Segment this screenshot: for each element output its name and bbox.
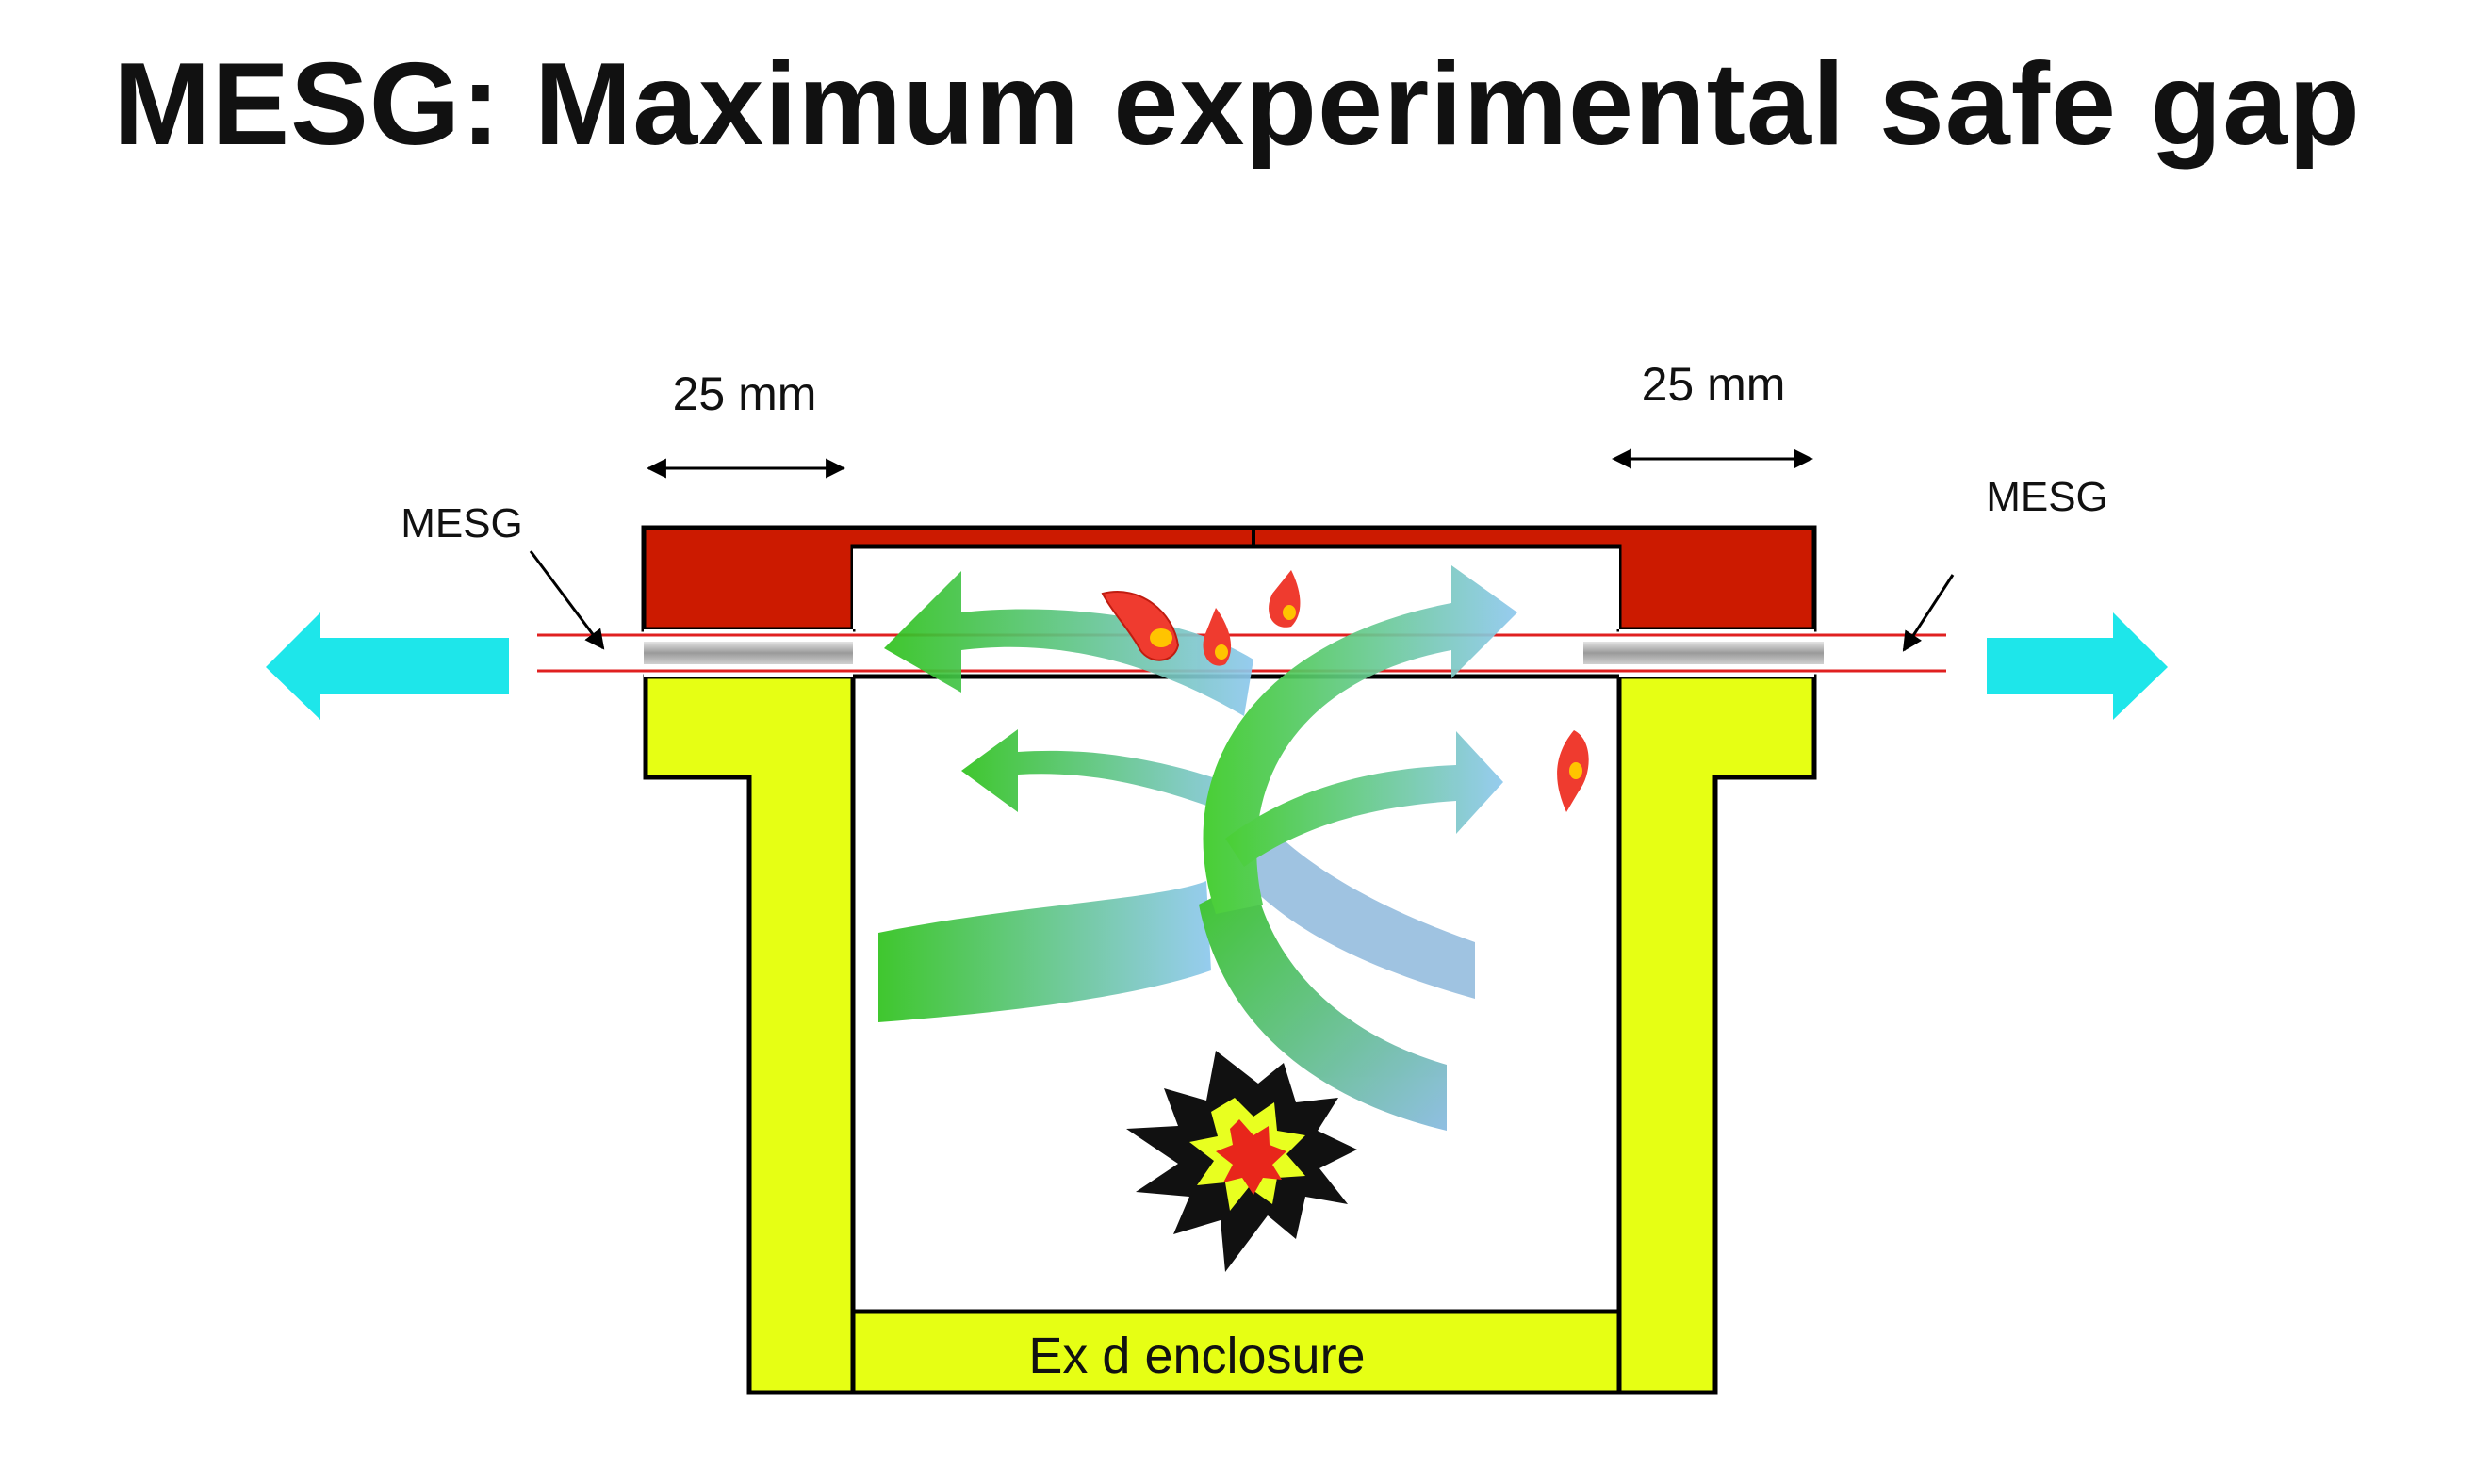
gap-channel-right — [1583, 642, 1824, 664]
flow-band-lower-right — [1199, 876, 1447, 1131]
gap-length-label-right: 25 mm — [1642, 358, 1786, 411]
flow-arrow-upper-left — [884, 571, 1253, 716]
enclosure-label: Ex d enclosure — [1028, 1328, 1365, 1384]
escape-arrow-right — [1987, 612, 2168, 720]
gap-length-label-left: 25 mm — [673, 367, 817, 420]
flame-icon-group — [1101, 570, 1589, 812]
body-left-wall — [643, 674, 856, 1395]
flow-arrow-upper-right — [1203, 565, 1517, 914]
gap-channel-left — [644, 642, 853, 664]
mesg-label-left: MESG — [401, 500, 523, 546]
body-floor — [850, 1309, 1622, 1395]
body-right-wall — [1616, 674, 1817, 1395]
flow-arrow-mid-right — [1225, 731, 1503, 867]
mesg-pointer-left — [529, 550, 605, 650]
mesg-label-right: MESG — [1986, 474, 2108, 520]
flame-propagation-arrows — [878, 565, 1517, 1131]
enclosure-lid — [641, 525, 1817, 632]
mesg-pointer-right — [1902, 574, 1955, 652]
flow-band-mid-right — [1225, 829, 1475, 999]
page-title: MESG: Maximum experimental safe gap — [113, 40, 2361, 170]
flame-gap — [537, 629, 1946, 677]
explosion-icon — [1126, 1051, 1357, 1272]
escape-arrow-left — [266, 612, 509, 720]
flow-band-lower-left — [878, 881, 1211, 1022]
flow-arrow-mid-left — [961, 729, 1253, 820]
